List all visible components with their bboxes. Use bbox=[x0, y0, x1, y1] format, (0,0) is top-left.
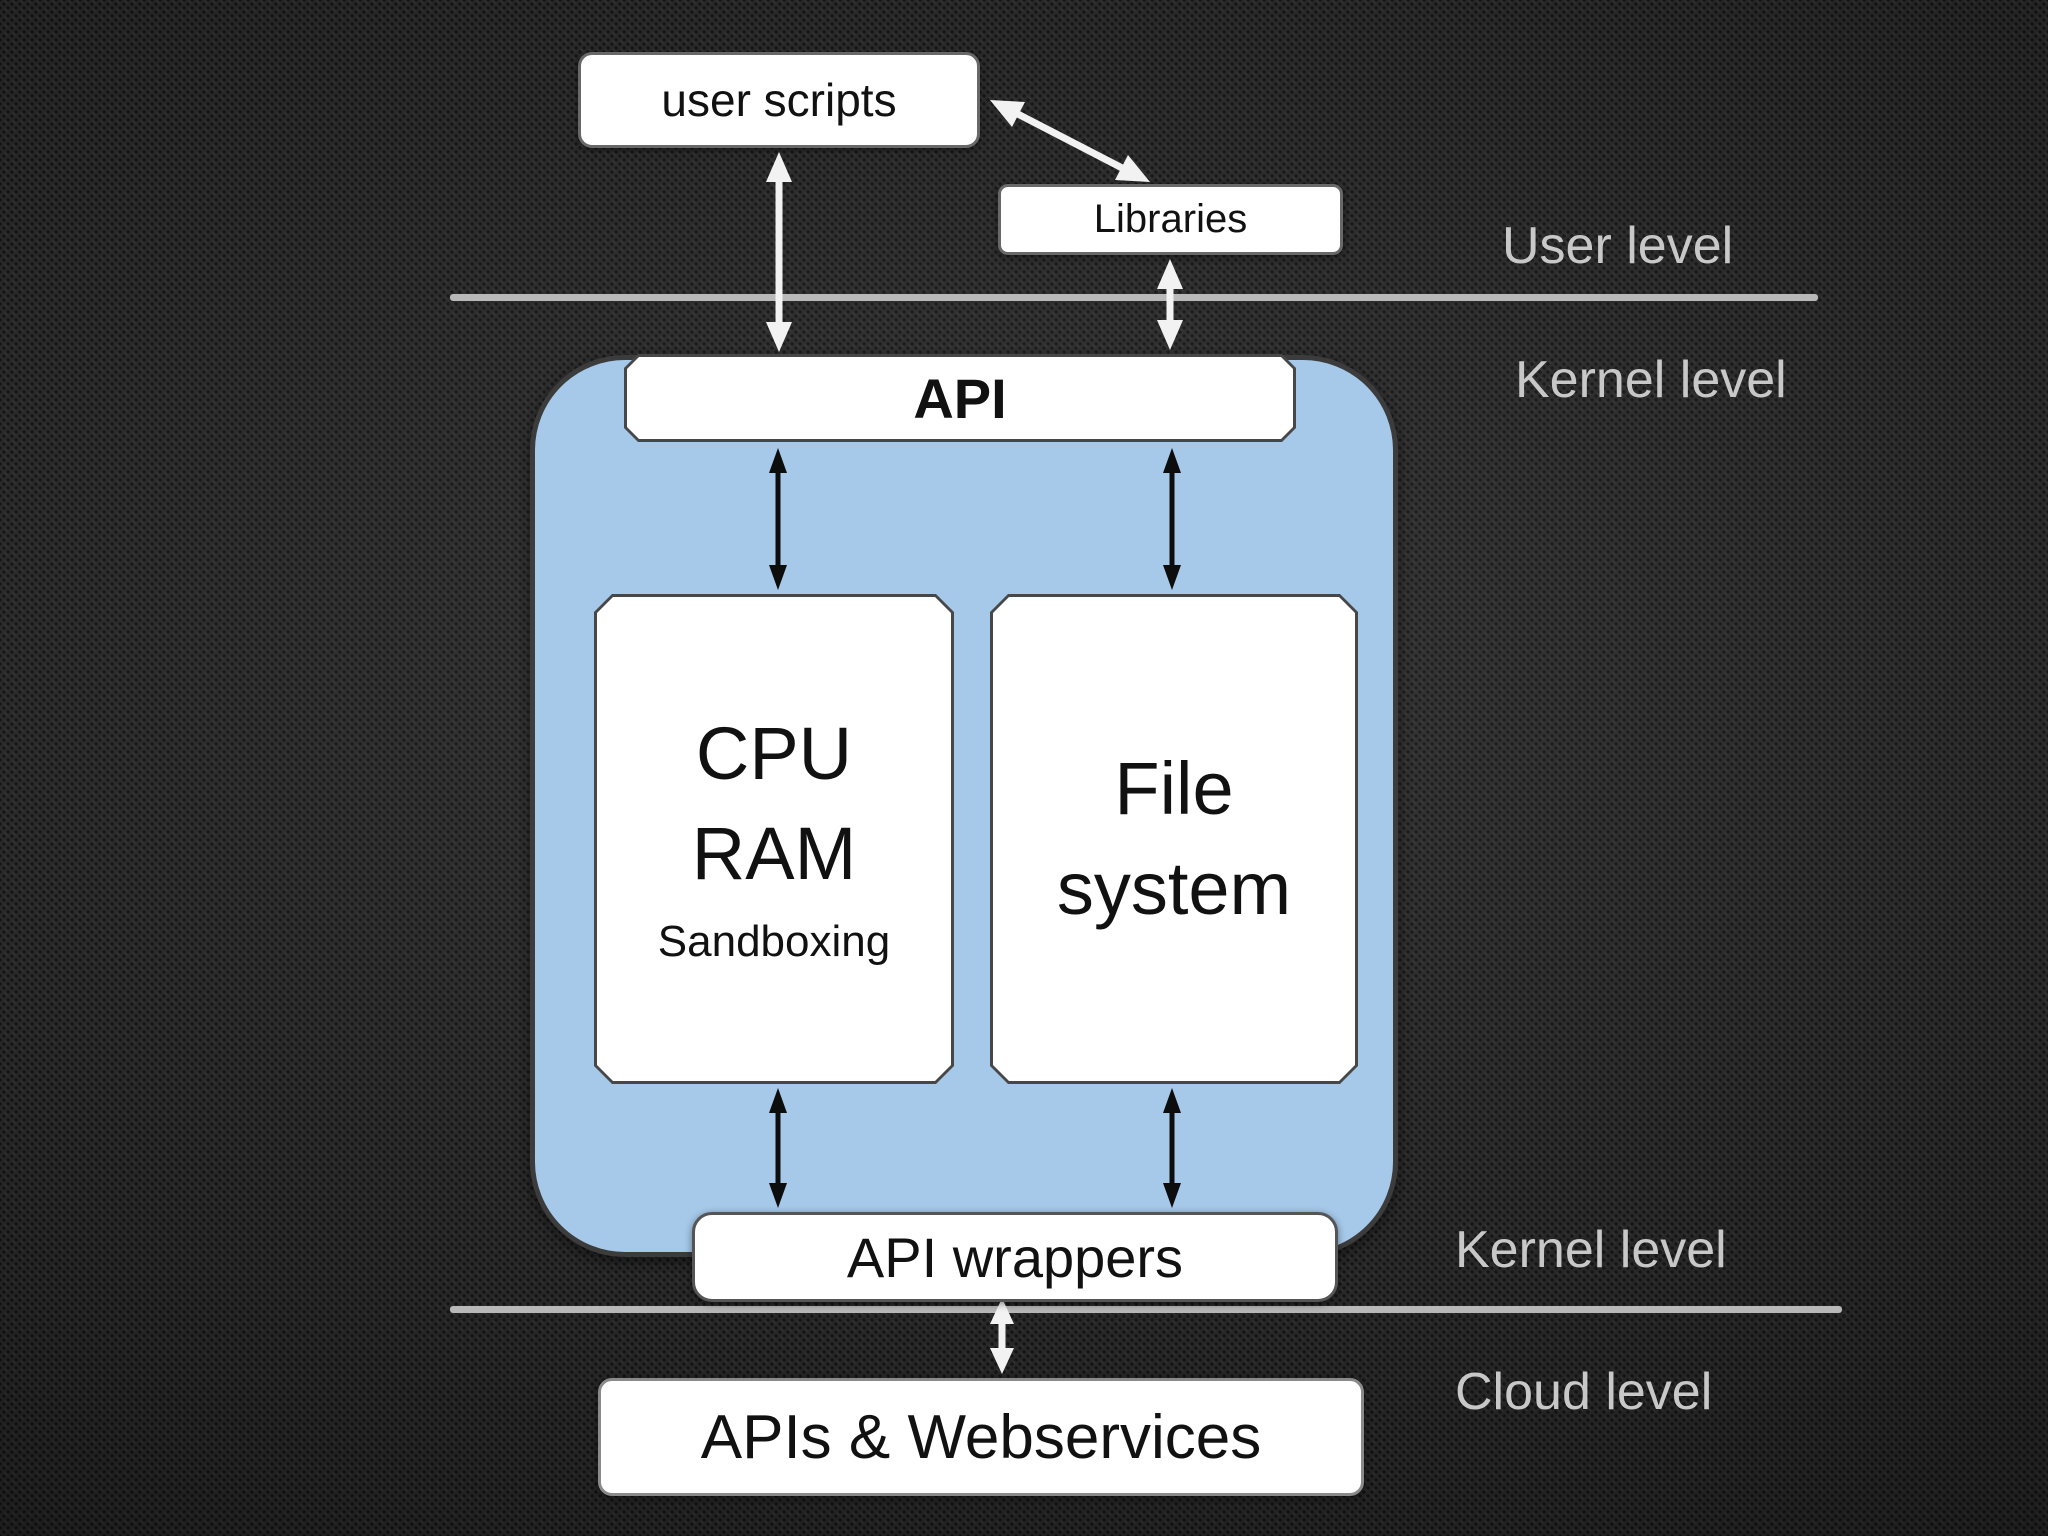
user-level-label: User level bbox=[1502, 217, 1734, 275]
arrowhead bbox=[1157, 259, 1183, 289]
file-system-node: File system bbox=[990, 594, 1358, 1084]
user-kernel-separator-line bbox=[450, 294, 1818, 301]
sandboxing-label: Sandboxing bbox=[657, 916, 891, 966]
file-label: File bbox=[1114, 747, 1234, 831]
kernel-level-upper-label: Kernel level bbox=[1515, 351, 1787, 409]
arrowhead bbox=[990, 100, 1025, 127]
api-wrappers-node: API wrappers bbox=[692, 1212, 1338, 1302]
api-wrappers-label: API wrappers bbox=[846, 1225, 1184, 1289]
arrowhead bbox=[766, 152, 792, 182]
cpu-ram-sandboxing-node-face: CPU RAM Sandboxing bbox=[597, 597, 951, 1081]
cpu-ram-sandboxing-node: CPU RAM Sandboxing bbox=[594, 594, 954, 1084]
arrow-user-scripts-to-libraries bbox=[990, 100, 1150, 182]
cpu-label: CPU bbox=[695, 712, 853, 796]
arrow-libraries-to-api bbox=[1157, 259, 1183, 350]
system-label: system bbox=[1056, 847, 1292, 930]
api-label: API bbox=[913, 366, 1007, 430]
apis-webservices-node: APIs & Webservices bbox=[598, 1378, 1364, 1496]
libraries-node: Libraries bbox=[998, 184, 1343, 255]
libraries-label: Libraries bbox=[1093, 197, 1248, 241]
arrow-user-scripts-to-api bbox=[766, 152, 792, 352]
arrowhead bbox=[990, 1348, 1014, 1374]
kernel-cloud-separator-line bbox=[450, 1306, 1842, 1313]
kernel-level-lower-label: Kernel level bbox=[1455, 1221, 1727, 1279]
user-scripts-label: user scripts bbox=[661, 74, 897, 126]
arrowhead bbox=[766, 322, 792, 352]
api-node-face: API bbox=[627, 357, 1293, 439]
cloud-level-label: Cloud level bbox=[1455, 1363, 1713, 1421]
ram-label: RAM bbox=[691, 812, 857, 896]
api-node: API bbox=[624, 354, 1296, 442]
user-scripts-node: user scripts bbox=[578, 52, 980, 148]
arrowhead bbox=[1157, 320, 1183, 350]
apis-webservices-label: APIs & Webservices bbox=[700, 1402, 1262, 1472]
arrowhead bbox=[1115, 155, 1150, 182]
arrow-shaft bbox=[1012, 108, 1128, 174]
file-system-node-face: File system bbox=[993, 597, 1355, 1081]
